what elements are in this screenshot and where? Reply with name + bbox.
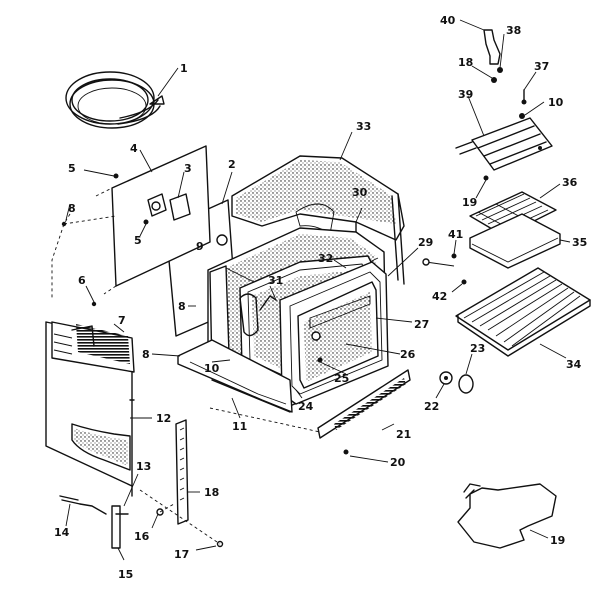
part-13-14-15-door-latch [59,473,139,561]
part-39-broil-element [455,95,553,199]
callout-40: 40 [440,14,456,27]
part-16-screw [151,503,175,529]
callout-15: 15 [118,568,133,581]
callout-11: 11 [232,420,247,433]
callout-16: 16 [134,530,150,543]
part-1-coiled-gasket [65,67,179,129]
part-33-top-cover [231,131,405,285]
callout-labels: 1 2 3 4 5 5 6 7 8 8 8 9 10 10 11 12 13 1… [54,14,587,581]
part-37-screw [519,71,545,119]
callout-5b: 5 [134,234,142,247]
callout-8a: 8 [68,202,76,215]
callout-19b: 19 [462,196,477,209]
part-40-vent-tube [459,19,505,83]
part-20-screw [343,449,389,463]
callout-20: 20 [390,456,406,469]
callout-5a: 5 [68,162,76,175]
callout-33: 33 [356,120,371,133]
part-23-light-bulb [458,353,474,394]
callout-10a: 10 [548,96,564,109]
callout-9: 9 [196,240,204,253]
callout-39: 39 [458,88,473,101]
callout-42: 42 [432,290,447,303]
callout-19: 19 [550,534,565,547]
callout-21: 21 [396,428,411,441]
callout-13: 13 [136,460,151,473]
callout-38: 38 [506,24,521,37]
callout-17: 17 [174,548,189,561]
callout-41: 41 [448,228,463,241]
callout-34: 34 [566,358,582,371]
part-17-screw [139,489,224,551]
callout-26: 26 [400,348,416,361]
part-18-side-trim [175,419,200,525]
callout-18b: 18 [458,56,473,69]
callout-31: 31 [268,274,283,287]
callout-12: 12 [156,412,171,425]
part-35-broiler-pan [469,213,571,269]
callout-3: 3 [184,162,192,175]
callout-6: 6 [78,274,86,287]
part-4-back-panel [83,145,211,295]
part-34-oven-rack [455,267,591,359]
part-41-42-screws [422,239,467,293]
part-22-socket [435,371,453,399]
callout-24: 24 [298,400,314,413]
part-21-toe-panel [209,369,411,439]
callout-22: 22 [424,400,439,413]
callout-10b: 10 [204,362,220,375]
callout-30: 30 [352,186,368,199]
callout-23: 23 [470,342,485,355]
part-8-screws-left [51,203,117,307]
callout-7: 7 [118,314,126,327]
callout-18: 18 [204,486,219,499]
callout-2: 2 [228,158,236,171]
part-19-bake-element [457,483,557,549]
callout-25: 25 [334,372,349,385]
callout-8c: 8 [142,348,150,361]
callout-35: 35 [572,236,587,249]
callout-36: 36 [562,176,578,189]
callout-14: 14 [54,526,70,539]
callout-32: 32 [318,252,333,265]
oven-cavity [151,207,419,419]
part-12-side-panel [45,321,152,497]
callout-37: 37 [534,60,549,73]
callout-4: 4 [130,142,138,155]
callout-27: 27 [414,318,429,331]
callout-8b: 8 [178,300,186,313]
callout-1: 1 [180,62,188,75]
callout-29: 29 [418,236,433,249]
